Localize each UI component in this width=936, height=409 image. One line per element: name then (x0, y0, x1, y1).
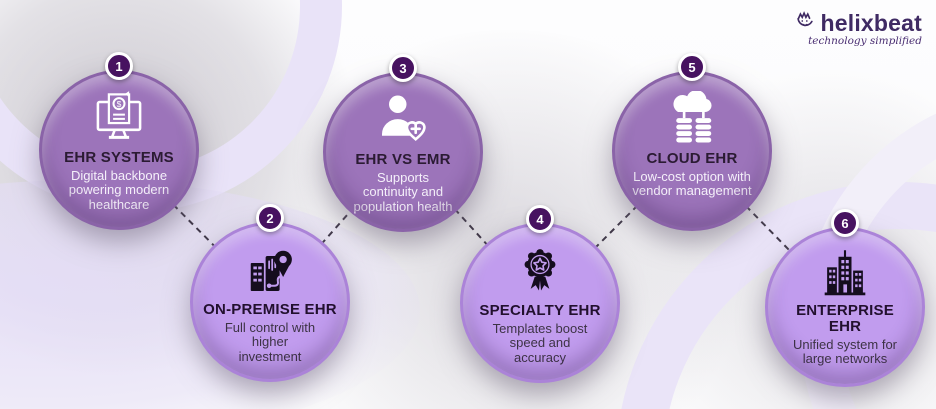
step-description: Unified system for large networks (792, 336, 898, 367)
step-number-badge: 5 (678, 53, 706, 81)
step-title: CLOUD EHR (646, 150, 738, 167)
step-specialty-ehr: 4 SPECIALTY EHR Templates boost speed an… (460, 205, 620, 383)
cloud-database-icon (664, 90, 720, 148)
step-title: SPECIALTY EHR (479, 302, 601, 319)
award-ribbon-icon (514, 242, 566, 300)
step-on-premise-ehr: 2 ON-PREMISE EHR Full con (190, 204, 350, 382)
step-enterprise-ehr: 6 (765, 209, 925, 387)
helixbeat-logo-icon (794, 10, 816, 37)
step-description: Templates boost speed and accuracy (492, 320, 588, 366)
step-title: ON-PREMISE EHR (203, 301, 337, 318)
step-cloud-ehr: 5 CLOUD EHR Low-cost option with vendor … (612, 53, 772, 231)
step-number-badge: 1 (105, 52, 133, 80)
step-ehr-systems: 1 $ EHR SYSTEMS Digital backbone powerin… (39, 52, 199, 230)
enterprise-buildings-icon (819, 246, 871, 300)
step-description: Supports continuity and population healt… (353, 169, 453, 215)
billing-monitor-icon: $ (92, 89, 146, 147)
svg-text:$: $ (117, 99, 122, 109)
step-description: Low-cost option with vendor management (632, 168, 752, 199)
step-title: EHR VS EMR (355, 151, 451, 168)
step-number-badge: 6 (831, 209, 859, 237)
step-description: Full control with higher investment (224, 319, 316, 365)
helixbeat-logo: helixbeat technology simplified (794, 10, 922, 47)
brand-tagline: technology simplified (808, 35, 922, 47)
brand-name: helixbeat (820, 10, 922, 36)
step-description: Digital backbone powering modern healthc… (68, 167, 170, 213)
step-number-badge: 3 (389, 54, 417, 82)
step-title: ENTERPRISE EHR (796, 302, 894, 335)
building-location-icon (242, 241, 298, 299)
patient-heart-icon (375, 91, 431, 149)
step-number-badge: 2 (256, 204, 284, 232)
step-ehr-vs-emr: 3 EHR VS EMR Supports continuity and pop… (323, 54, 483, 232)
step-number-badge: 4 (526, 205, 554, 233)
step-title: EHR SYSTEMS (64, 149, 174, 166)
